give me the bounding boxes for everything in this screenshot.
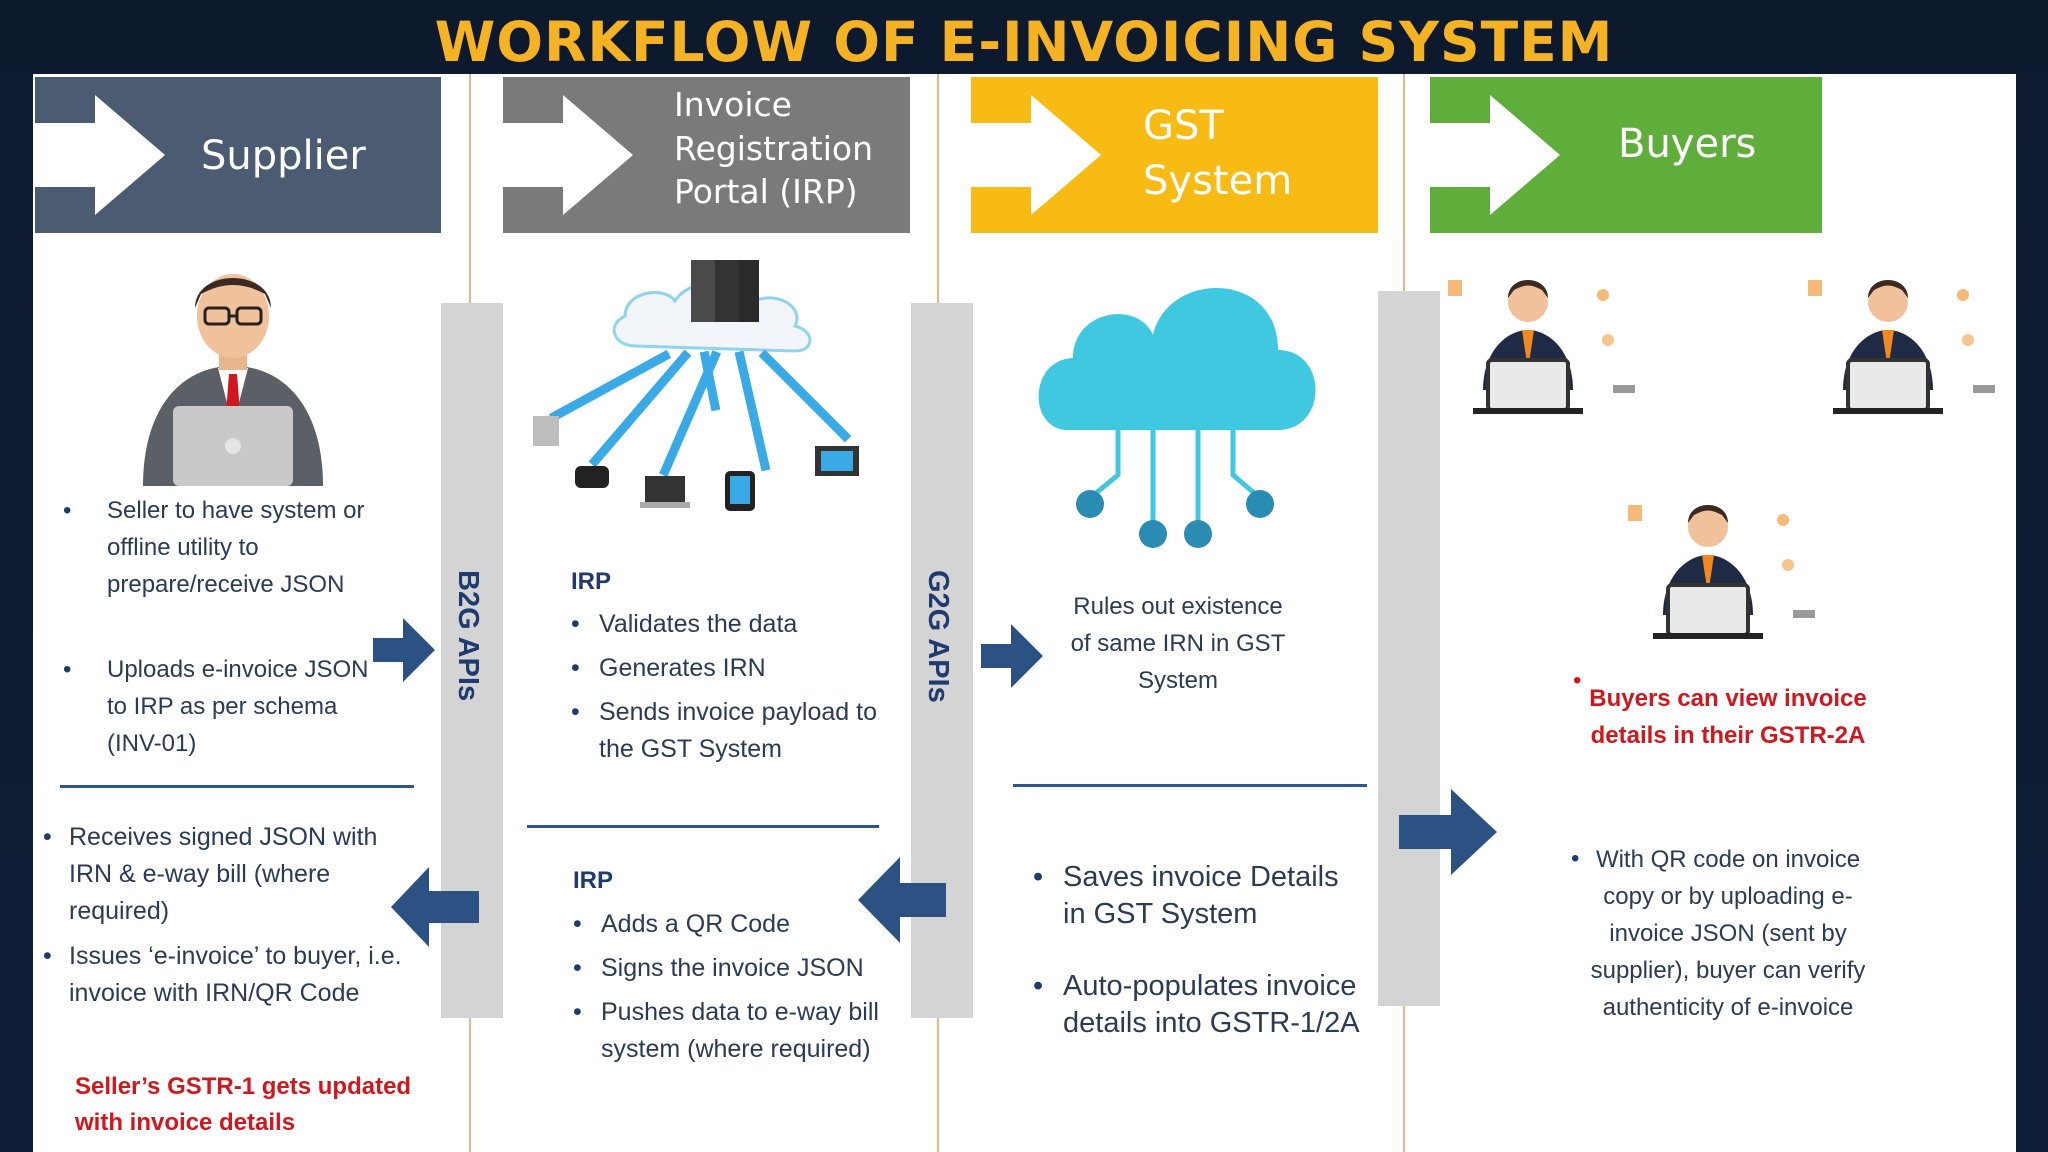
irp-steps-validation: Validates the data Generates IRN Sends i… [571,606,891,775]
list-item: Uploads e-invoice JSON to IRP as per sch… [63,651,393,762]
bullet-dot: • [1573,667,1582,694]
chevron-arrow-icon [503,95,633,215]
irp-section-title: IRP [573,867,614,894]
list-item: Adds a QR Code [573,906,883,943]
buyer-figure [1628,505,1815,639]
gst-header-label: GST System [1143,103,1293,204]
gst-check-text: Rules out existence of same IRN in GST S… [1070,593,1286,694]
arrow-right-icon [981,624,1043,688]
man-with-laptop-icon [143,274,323,486]
irp-section-title: IRP [571,568,612,595]
irp-header-label: Invoice Registration Portal (IRP) [674,85,873,212]
server-network-devices-icon [533,260,859,511]
page-title: WORKFLOW OF E-INVOICING SYSTEM [434,10,1614,74]
list-item: Saves invoice Details in GST System [1033,859,1363,933]
gst-steps: Saves invoice Details in GST System Auto… [1033,859,1363,1077]
chevron-arrow-icon [1430,95,1560,215]
section-divider [60,785,414,788]
buyer-api-bar [1378,291,1440,1006]
list-item: Auto-populates invoice details into GSTR… [1033,968,1363,1042]
chevron-arrow-icon [971,95,1101,215]
buyer-figure [1448,280,1635,414]
g2g-api-label: G2G APIs [922,570,954,703]
supplier-header: Supplier [35,77,441,233]
section-divider [1013,784,1367,787]
list-item: Generates IRN [571,650,891,687]
workflow-panel: Supplier Invoice Registration Portal (IR… [33,74,2016,1152]
supplier-header-label: Supplier [201,133,366,179]
gst-header: GST System [971,77,1378,233]
arrow-right-icon [373,618,435,682]
bullet-dot: • [1571,845,1580,872]
list-item: Issues ‘e-invoice’ to buyer, i.e. invoic… [43,938,423,1012]
buyers-header: Buyers [1430,77,1822,233]
list-item: Receives signed JSON with IRN & e-way bi… [43,819,423,930]
buyers-header-label: Buyers [1618,121,1757,167]
businessmen-at-laptops-icon [1448,280,1995,639]
list-item: Signs the invoice JSON [573,950,883,987]
supplier-note: Seller’s GSTR-1 gets updated with invoic… [75,1073,412,1136]
section-divider [527,825,879,828]
buyer-figure [1808,280,1995,414]
arrow-right-icon [1399,789,1497,875]
chevron-arrow-icon [35,95,165,215]
buyers-highlight: Buyers can view invoice details in their… [1589,685,1867,749]
arrow-left-icon [858,857,946,943]
supplier-steps-bottom: Receives signed JSON with IRN & e-way bi… [43,819,423,1020]
supplier-steps-top: Seller to have system or offline utility… [63,492,393,810]
list-item: Validates the data [571,606,891,643]
b2g-api-label: B2G APIs [452,570,484,702]
list-item: Sends invoice payload to the GST System [571,694,891,768]
irp-steps-signing: Adds a QR Code Signs the invoice JSON Pu… [573,906,883,1075]
cloud-network-icon [1038,287,1316,548]
arrow-left-icon [391,867,479,947]
list-item: Pushes data to e-way bill system (where … [573,994,883,1068]
irp-header: Invoice Registration Portal (IRP) [503,77,910,233]
list-item: Seller to have system or offline utility… [63,492,393,603]
buyers-verify-text: With QR code on invoice copy or by uploa… [1590,846,1866,1021]
